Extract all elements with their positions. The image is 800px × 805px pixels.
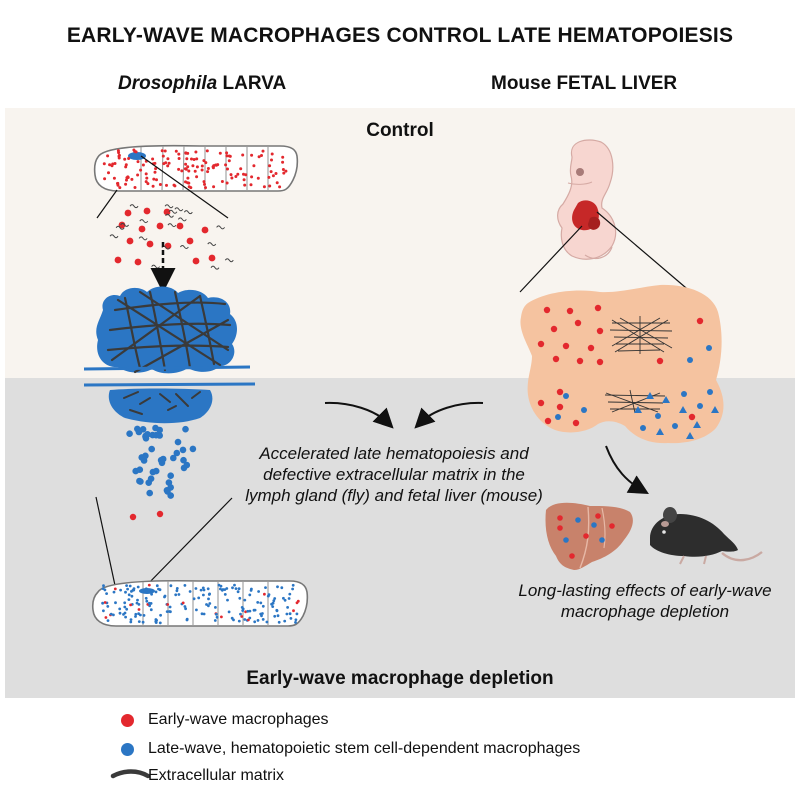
blue-dot-icon bbox=[121, 742, 134, 756]
legend-label-ecm: Extracellular matrix bbox=[148, 767, 285, 784]
red-dot-icon bbox=[121, 713, 134, 727]
central-finding-text: Accelerated late hematopoiesis and defec… bbox=[245, 444, 543, 505]
legend-item-ecm: Extracellular matrix bbox=[112, 765, 284, 787]
legend-item-early: Early-wave macrophages bbox=[112, 709, 329, 731]
legend-label-early: Early-wave macrophages bbox=[148, 711, 329, 728]
ecm-legend-stroke bbox=[110, 769, 151, 779]
lymph-gland-depleted bbox=[83, 382, 256, 521]
mouse-embryo bbox=[557, 139, 617, 260]
control-larva bbox=[93, 144, 299, 192]
adult-mouse bbox=[650, 507, 763, 565]
column-header-drosophila: Drosophila LARVA bbox=[118, 73, 286, 95]
depleted-larva bbox=[91, 579, 309, 627]
section-label-control: Control bbox=[366, 120, 434, 141]
section-label-depletion: Early-wave macrophage depletion bbox=[246, 668, 554, 689]
long-term-effects-text: Long-lasting effects of early-wave macro… bbox=[518, 581, 772, 621]
legend-label-late: Late-wave, hematopoietic stem cell-depen… bbox=[148, 740, 581, 757]
fetal-liver bbox=[520, 284, 724, 444]
column-header-drosophila-stage: LARVA bbox=[217, 73, 287, 94]
lymph-gland-control bbox=[83, 286, 251, 374]
adult-liver bbox=[545, 502, 633, 570]
column-header-drosophila-genus: Drosophila bbox=[118, 73, 218, 94]
early-macrophage-cluster bbox=[109, 204, 234, 270]
legend-item-late: Late-wave, hematopoietic stem cell-depen… bbox=[112, 738, 580, 760]
column-header-mouse: Mouse FETAL LIVER bbox=[491, 73, 678, 94]
figure-title: EARLY-WAVE MACROPHAGES CONTROL LATE HEMA… bbox=[66, 24, 734, 47]
